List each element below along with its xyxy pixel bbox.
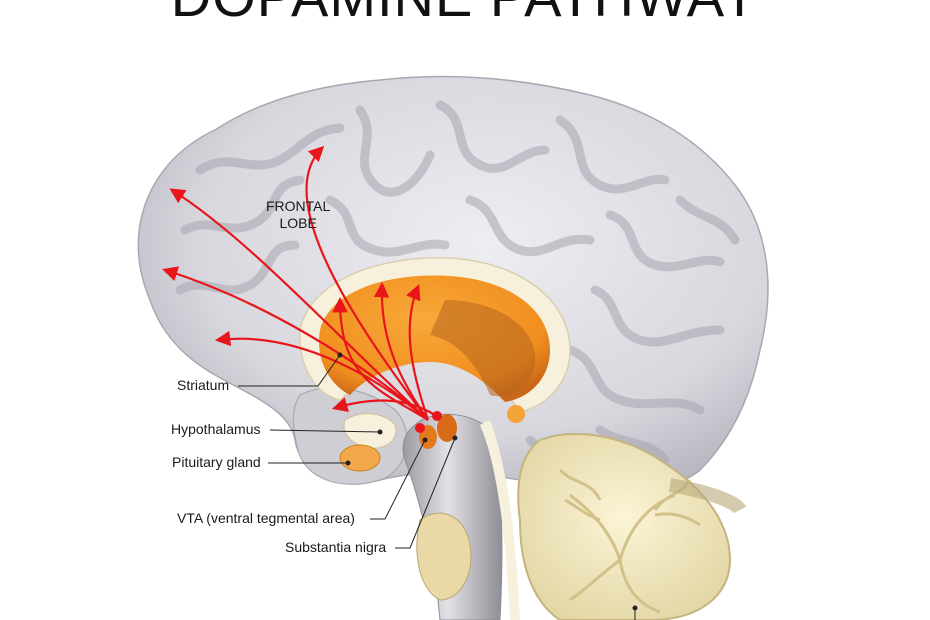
dopamine-pathways [162,145,436,421]
pituitary-gland-label: Pituitary gland [172,454,261,470]
pons [416,512,472,601]
pituitary-structure [339,444,381,472]
diagram-title: DOPAMINE PATHWAY [0,0,930,29]
leader-lines [238,352,638,620]
vta-dot [415,423,425,433]
frontal-lobe-label-line2: LOBE [279,215,317,231]
striatum-label: Striatum [177,377,230,393]
frontal-lobe-label: FRONTAL LOBE [266,198,330,232]
pineal-gland [507,405,525,423]
arbor-vitae [558,468,701,614]
vta-label: VTA (ventral tegmental area) [177,510,355,526]
nigra-dot [432,411,442,421]
frontal-lobe-label-line1: FRONTAL [266,198,331,214]
hypothalamus-structure [343,413,397,449]
occipital-fold [668,478,747,515]
striatum-shadow [430,300,536,397]
substantia-nigra-structure [437,414,457,442]
fourth-ventricle [480,420,520,620]
cortex-gyri [175,100,740,470]
hypothalamus-label: Hypothalamus [171,421,261,437]
substantia-nigra-label: Substantia nigra [285,539,387,555]
